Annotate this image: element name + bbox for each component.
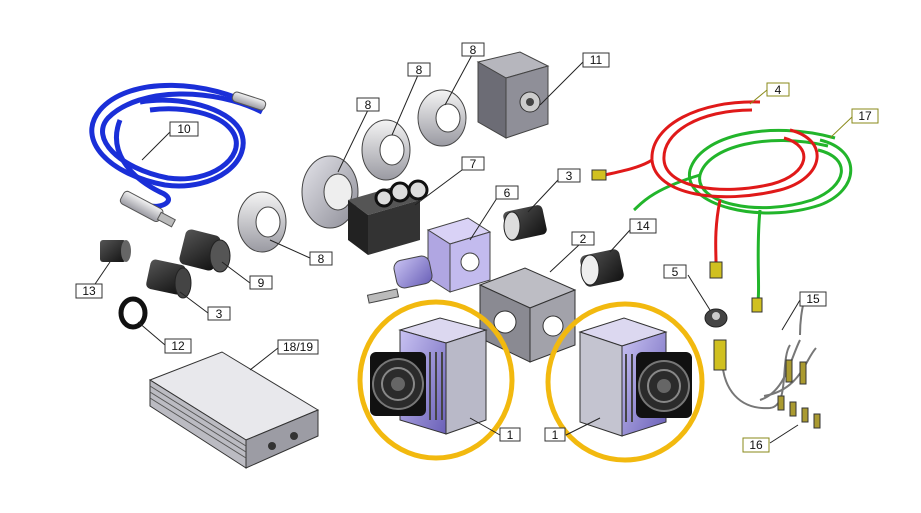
callout-11: 11 <box>582 52 610 68</box>
highlight-ring-right <box>545 301 705 463</box>
sleeve-part-3-left <box>146 259 192 299</box>
svg-text:5: 5 <box>672 265 679 279</box>
callout-4: 4 <box>766 82 790 97</box>
svg-text:7: 7 <box>470 157 477 171</box>
filter-cube-part-7 <box>348 179 429 255</box>
svg-text:3: 3 <box>566 169 573 183</box>
adapter-part-9 <box>179 229 231 273</box>
svg-text:14: 14 <box>636 219 650 233</box>
svg-text:16: 16 <box>749 438 763 452</box>
electronics-box-part-18-19 <box>148 351 320 469</box>
gray-cube-part-11 <box>476 51 550 139</box>
sleeve-part-3-right <box>503 205 547 241</box>
svg-text:11: 11 <box>590 53 603 67</box>
callout-17: 17 <box>851 108 879 124</box>
highlight-ring-left <box>357 299 515 461</box>
callout-18-19: 18/19 <box>277 339 319 355</box>
svg-text:8: 8 <box>470 43 477 57</box>
callout-8a: 8 <box>461 42 485 57</box>
callout-6: 6 <box>495 185 519 200</box>
blue-fiber-cable <box>89 82 267 228</box>
callout-16: 16 <box>742 437 770 453</box>
callout-7: 7 <box>461 156 485 171</box>
callout-8b: 8 <box>407 62 431 77</box>
svg-text:8: 8 <box>416 63 423 77</box>
gray-cube-part-2 <box>478 267 577 363</box>
callout-3-right: 3 <box>557 168 581 183</box>
svg-text:13: 13 <box>82 284 96 298</box>
svg-text:3: 3 <box>216 307 223 321</box>
leader-lines-yellow <box>749 89 853 139</box>
svg-text:6: 6 <box>504 186 511 200</box>
sleeve-part-14 <box>580 249 624 287</box>
callout-10: 10 <box>169 121 199 137</box>
svg-text:18/19: 18/19 <box>283 340 313 354</box>
callout-8d: 8 <box>309 251 333 266</box>
lavender-cube-part-6 <box>366 217 492 304</box>
svg-text:15: 15 <box>806 292 820 306</box>
disc-lens-holder-4 <box>417 89 467 147</box>
svg-text:8: 8 <box>318 252 325 266</box>
svg-text:9: 9 <box>258 276 265 290</box>
svg-text:1: 1 <box>552 428 559 442</box>
svg-text:8: 8 <box>365 98 372 112</box>
disc-lens-holder-1 <box>237 191 287 253</box>
disc-lens-holder-3 <box>361 119 411 181</box>
disc-lens-holder-2 <box>301 155 359 229</box>
connector-part-5 <box>704 308 728 328</box>
callout-9: 9 <box>249 275 273 290</box>
camera-module-right <box>578 317 692 437</box>
fiber-bundle-part-15 <box>713 299 817 410</box>
callout-8c: 8 <box>356 97 380 112</box>
svg-text:12: 12 <box>171 339 185 353</box>
small-connector-part-13 <box>100 240 131 262</box>
callout-13: 13 <box>75 283 103 299</box>
ferrule-tips-part-16 <box>777 395 821 429</box>
callout-2: 2 <box>571 231 595 246</box>
svg-text:1: 1 <box>507 428 514 442</box>
red-fiber-cable <box>591 100 819 279</box>
svg-text:4: 4 <box>775 83 782 97</box>
callout-3-left: 3 <box>207 306 231 321</box>
callout-1-left: 1 <box>499 427 521 442</box>
o-ring-part-12 <box>118 296 148 330</box>
camera-module-left <box>370 317 488 435</box>
svg-text:2: 2 <box>580 232 587 246</box>
callout-5: 5 <box>663 264 687 279</box>
leader-lines <box>90 54 801 444</box>
callout-12: 12 <box>164 338 192 354</box>
callout-14: 14 <box>629 218 657 234</box>
svg-text:17: 17 <box>858 109 872 123</box>
callout-1-right: 1 <box>544 427 566 442</box>
svg-text:10: 10 <box>177 122 191 136</box>
callout-15: 15 <box>799 291 827 307</box>
